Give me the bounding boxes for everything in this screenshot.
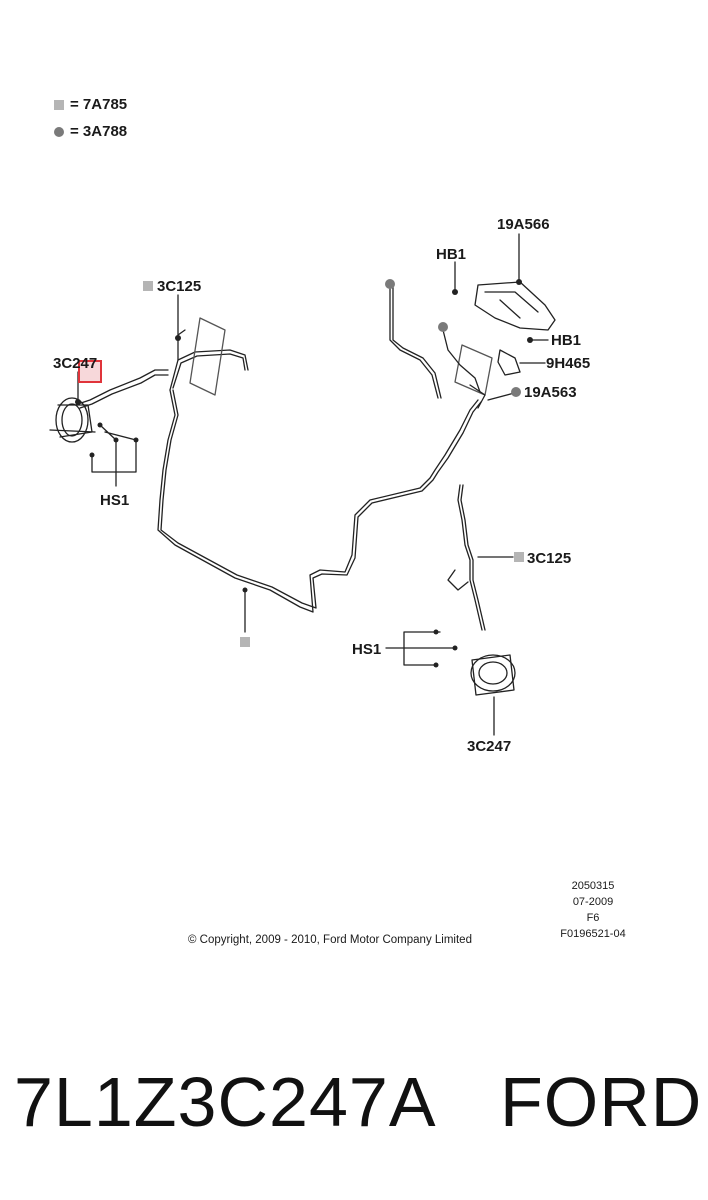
parts-diagram: [49, 233, 556, 736]
label-3c247-left: 3C247: [53, 355, 98, 372]
drawing-code: F6: [586, 912, 600, 924]
drawing-number: 2050315: [571, 880, 615, 892]
legend-circle-row: = 3A788: [54, 123, 127, 140]
circle-marker-top: [385, 279, 395, 289]
highlight-box[interactable]: [78, 360, 102, 383]
label-19a566: 19A566: [497, 216, 550, 233]
label-3c125-right: 3C125: [527, 550, 572, 567]
legend-square-label: = 7A785: [70, 96, 128, 113]
circle-marker-reservoir: [438, 322, 448, 332]
drawing-meta: 2050315 07-2009 F6 F0196521-04: [548, 878, 638, 942]
label-9h465: 9H465: [546, 355, 591, 372]
legend-square-row: = 7A785: [54, 96, 127, 113]
label-hb1-right: HB1: [551, 332, 582, 349]
label-19a563: 19A563: [524, 384, 577, 401]
label-3c125-left: 3C125: [157, 278, 202, 295]
part-number: 7L1Z3C247A: [14, 1063, 437, 1141]
square-marker-icon: [54, 99, 64, 110]
brand-name: FORD: [500, 1063, 703, 1141]
label-hb1-top: HB1: [436, 246, 467, 263]
copyright-text: © Copyright, 2009 - 2010, Ford Motor Com…: [188, 934, 472, 946]
label-hs1-left: HS1: [100, 492, 130, 509]
drawing-figure-id: F0196521-04: [560, 928, 626, 940]
square-marker-3c125-right: [514, 552, 524, 562]
label-hs1-right: HS1: [352, 641, 382, 658]
legend-circle-label: = 3A788: [70, 123, 128, 140]
circle-marker-19a563: [511, 387, 521, 397]
label-3c247-bottom: 3C247: [467, 738, 512, 755]
square-marker-line: [240, 637, 250, 647]
circle-marker-icon: [54, 126, 64, 137]
drawing-date: 07-2009: [572, 896, 614, 908]
square-marker-3c125-left: [143, 281, 153, 291]
